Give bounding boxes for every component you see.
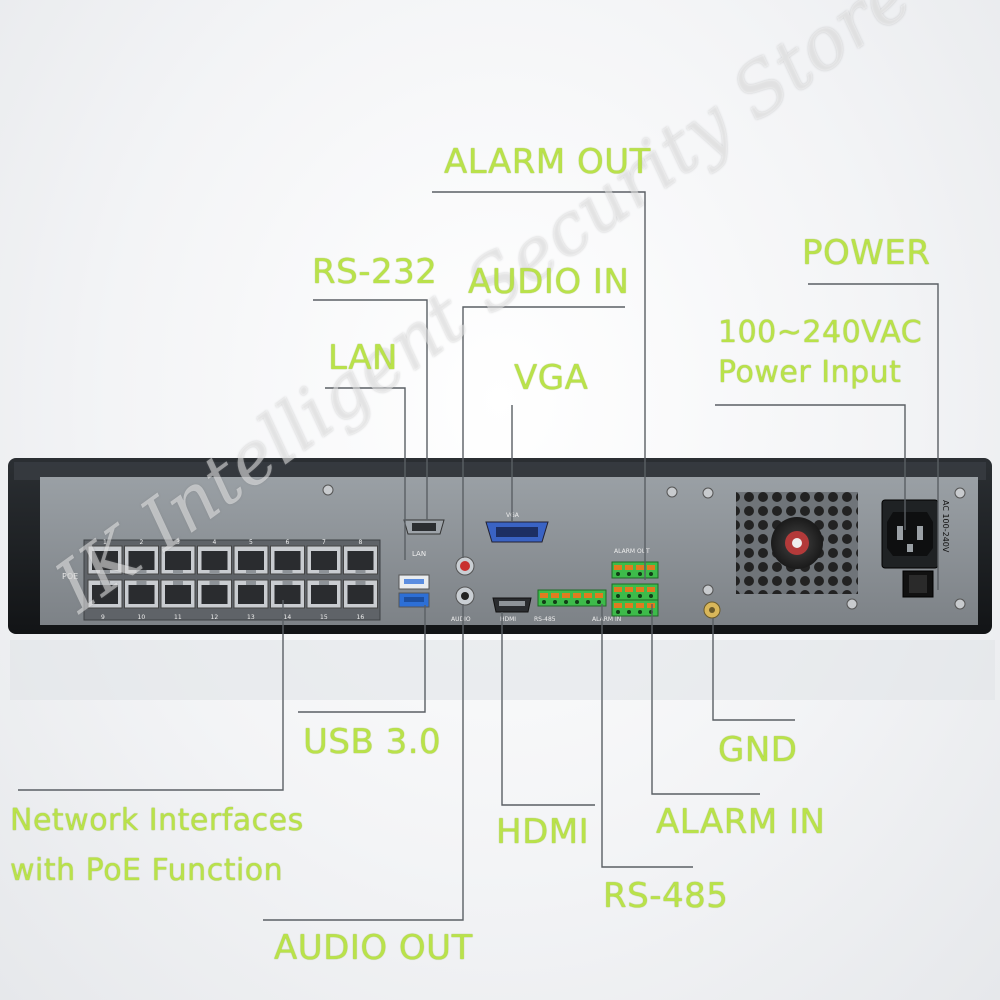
alarm-in-terminal-lower[interactable] — [611, 599, 659, 617]
alarm-in-panel-label: ALARM IN — [592, 616, 621, 623]
vga-panel-label: VGA — [506, 512, 520, 519]
lan-panel-label: LAN — [412, 550, 426, 558]
callout-usb: USB 3.0 — [303, 722, 442, 762]
rs485-panel-label: RS-485 — [534, 616, 556, 623]
poe-rj45-port[interactable] — [197, 579, 232, 609]
callout-hdmi: HDMI — [496, 812, 590, 852]
leader-power — [808, 283, 939, 590]
poe-rj45-port[interactable] — [343, 579, 378, 609]
leader-gnd — [712, 618, 795, 721]
port-number-label: 16 — [357, 614, 365, 621]
alarm-out-terminal[interactable] — [611, 561, 659, 579]
poe-rj45-port[interactable] — [343, 545, 378, 575]
port-number-label: 2 — [140, 539, 144, 546]
callout-audio-in: AUDIO IN — [468, 262, 630, 302]
leader-usb — [298, 605, 426, 713]
poe-rj45-port[interactable] — [306, 545, 342, 575]
port-number-label: 1 — [103, 539, 107, 546]
audio-in-jack[interactable] — [455, 556, 475, 576]
port-number-label: 11 — [174, 614, 182, 621]
callout-rs232: RS-232 — [312, 252, 438, 292]
callout-network-line1: Network Interfaces — [10, 803, 304, 838]
power-switch[interactable] — [902, 570, 934, 598]
hdmi-port[interactable] — [492, 597, 532, 613]
poe-rj45-port[interactable] — [124, 545, 159, 575]
poe-rj45-port[interactable] — [270, 579, 305, 609]
panel-screws — [322, 484, 966, 610]
callout-vga: VGA — [514, 358, 589, 398]
usb-port-lower-tongue — [404, 597, 424, 602]
audio-panel-label: AUDIO — [451, 616, 471, 623]
port-number-label: 13 — [247, 614, 255, 621]
port-number-label: 6 — [286, 539, 290, 546]
callout-audio-out: AUDIO OUT — [274, 928, 473, 968]
callout-power-input-line2: Power Input — [718, 355, 902, 390]
port-number-label: 3 — [176, 539, 180, 546]
callout-power-input-line1: 100~240VAC — [718, 315, 923, 350]
alarm-in-terminal-upper[interactable] — [611, 583, 659, 601]
poe-rj45-port[interactable] — [87, 579, 123, 609]
leader-alarm-out — [432, 191, 646, 580]
rs232-serial-port[interactable] — [403, 519, 445, 535]
port-number-label: 9 — [101, 614, 105, 621]
callout-alarm-out: ALARM OUT — [444, 142, 651, 182]
poe-rj45-port[interactable] — [160, 579, 196, 609]
leader-hdmi — [501, 612, 595, 806]
alarm-out-panel-label: ALARM OUT — [614, 548, 650, 555]
terminal-blocks — [537, 561, 659, 617]
callout-rs485: RS-485 — [603, 876, 729, 916]
port-number-label: 15 — [320, 614, 328, 621]
port-number-label: 10 — [138, 614, 146, 621]
power-inlet[interactable] — [881, 499, 939, 569]
leader-rs485 — [601, 604, 693, 868]
leader-network — [18, 600, 284, 791]
hdmi-panel-label: HDMI — [500, 616, 516, 623]
poe-rj45-port[interactable] — [197, 545, 232, 575]
lan-port-group: LAN — [412, 550, 426, 558]
usb-port-upper-tongue — [404, 579, 424, 584]
poe-rj45-port[interactable] — [233, 545, 269, 575]
port-number-label: 5 — [249, 539, 253, 546]
poe-rj45-port[interactable] — [87, 545, 123, 575]
leader-lan — [325, 387, 406, 560]
port-number-label: 12 — [211, 614, 219, 621]
leader-audio-in — [462, 306, 625, 558]
port-number-label: 14 — [284, 614, 292, 621]
poe-rj45-port[interactable] — [306, 579, 342, 609]
callout-power: POWER — [802, 233, 931, 273]
callout-alarm-in: ALARM IN — [656, 802, 826, 842]
leader-lines — [18, 191, 939, 921]
port-number-label: 7 — [322, 539, 326, 546]
callout-gnd: GND — [718, 730, 798, 770]
cooling-fan — [736, 492, 858, 594]
port-number-label: 4 — [213, 539, 217, 546]
leader-alarm-in — [651, 604, 760, 795]
vga-port[interactable] — [485, 521, 549, 543]
callout-network-line2: with PoE Function — [10, 853, 284, 888]
ac-rating-label: AC 100-240V — [941, 500, 950, 553]
callout-lan: LAN — [328, 338, 398, 378]
gnd-terminal[interactable] — [703, 601, 721, 619]
audio-out-jack[interactable] — [455, 586, 475, 606]
leader-power-input — [715, 404, 906, 530]
leader-rs232 — [313, 299, 428, 520]
port-number-label: 8 — [359, 539, 363, 546]
poe-panel-label: POE — [62, 572, 78, 581]
poe-rj45-port[interactable] — [160, 545, 196, 575]
poe-rj45-port[interactable] — [233, 579, 269, 609]
rs485-alarm-in-terminal[interactable] — [537, 589, 607, 607]
poe-rj45-port[interactable] — [124, 579, 159, 609]
leader-audio-out — [263, 604, 464, 921]
poe-rj45-port[interactable] — [270, 545, 305, 575]
